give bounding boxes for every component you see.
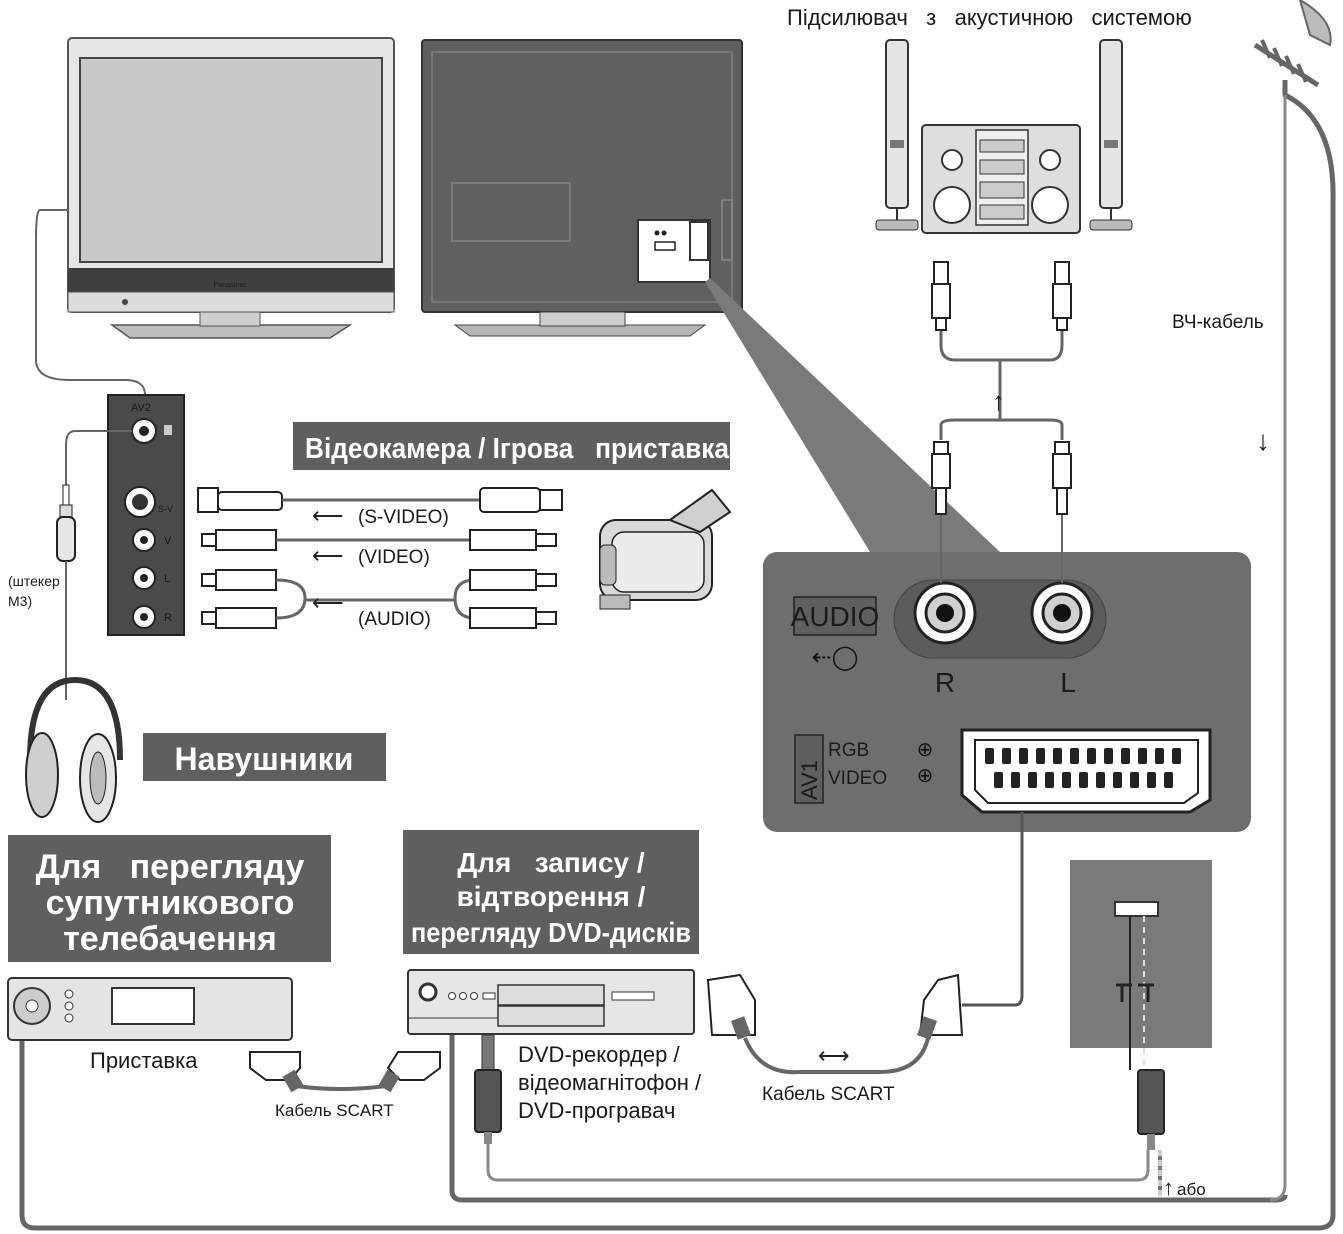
scart-cable-left [249, 1051, 441, 1093]
plug-label-1: (штекер [8, 573, 60, 589]
camcorder-title: Відеокамера / Ігрова приставка [305, 433, 730, 465]
tv-side-cable [35, 209, 146, 396]
panel-l-label: L [1060, 667, 1076, 698]
audio-rca-cables [939, 330, 1064, 583]
dvd-label-1: DVD-рекордер / [518, 1042, 681, 1067]
amplifier-label: Підсилювач з акустичною системою [787, 5, 1192, 30]
s-video-label: (S-VIDEO) [358, 507, 449, 528]
plug-label-2: M3) [8, 593, 32, 609]
audio-arrow-icon: ⟵ [312, 590, 344, 615]
connector-panel: AUDIO ⇠◯ R L AV1 RGB VIDEO ⊕ ⊕ [763, 552, 1251, 832]
record-title-3: перегляду DVD-дисків [411, 917, 691, 948]
zoom-wedge [705, 278, 1000, 552]
settop-box-icon [7, 977, 293, 1041]
down-arrow-icon: ↓ [1256, 425, 1270, 456]
settop-box-label: Приставка [90, 1048, 198, 1073]
dvd-recorder-icon [407, 969, 695, 1035]
satellite-title-banner: Для перегляду супутникового телебачення [8, 835, 331, 962]
v-label: V [164, 535, 172, 547]
l-label: L [164, 573, 170, 585]
amplifier-system: Підсилювач з акустичною системою [787, 5, 1192, 234]
scart-cable-left-label: Кабель SCART [275, 1101, 394, 1120]
up-arrow-icon: ↑ [992, 386, 1005, 416]
audio-out-icon: ⇠◯ [812, 644, 859, 671]
dvd-label-3: DVD-програвач [518, 1098, 675, 1123]
record-title-banner: Для запису / відтворення / перегляду DVD… [403, 830, 699, 954]
or-up-arrow-icon: ↑ [1163, 1175, 1174, 1200]
double-arrow-icon: ⟷ [818, 1043, 850, 1068]
panel-audio-label: AUDIO [791, 601, 880, 632]
headphones-icon [25, 676, 123, 823]
camcorder-icon [599, 488, 732, 610]
satellite-title-3: телебачення [63, 920, 277, 958]
scart-in-icon-2: ⊕ [917, 765, 934, 787]
headphone-cable [56, 430, 132, 700]
record-title-2: відтворення / [457, 881, 646, 912]
thin-cables [486, 95, 1287, 1202]
headphones-title: Навушники [175, 741, 354, 777]
satellite-title-1: Для перегляду [36, 848, 305, 886]
camcorder-cables [197, 487, 563, 629]
scart-cable-right [706, 812, 1024, 1075]
camcorder-title-banner: Відеокамера / Ігрова приставка [293, 422, 730, 470]
scart-cable-right-label: Кабель SCART [762, 1084, 895, 1105]
or-label: або [1177, 1180, 1206, 1199]
av2-label: AV2 [131, 402, 151, 414]
tv-rear [421, 39, 743, 337]
scart-in-icon-1: ⊕ [917, 739, 934, 761]
r-label: R [164, 612, 172, 624]
antenna-icon [1253, 0, 1332, 88]
video-arrow-icon: ⟵ [312, 543, 344, 568]
scart-pins [985, 748, 1181, 788]
video-label: (VIDEO) [358, 547, 430, 568]
dvd-rf-plug [474, 1034, 502, 1144]
av2-side-panel: AV2 S-V V L R [107, 394, 185, 636]
tv-front: Panasonic [67, 37, 395, 339]
rca-plugs-top [931, 261, 1072, 515]
wall-socket [1070, 860, 1212, 1200]
headphones-title-banner: Навушники [143, 733, 386, 781]
panel-rgb-label: RGB [828, 740, 869, 761]
panel-av1-label: AV1 [797, 760, 822, 800]
rf-cable-label: ВЧ-кабель [1172, 312, 1264, 333]
s-video-arrow-icon: ⟵ [312, 503, 344, 528]
audio-cable-label: (AUDIO) [358, 609, 431, 630]
tv-brand-logo: Panasonic [214, 282, 247, 289]
sv-label: S-V [158, 504, 173, 514]
record-title-1: Для запису / [457, 847, 645, 878]
satellite-title-2: супутникового [46, 884, 295, 922]
panel-r-label: R [935, 667, 955, 698]
dvd-label-2: відеомагнітофон / [518, 1070, 702, 1095]
panel-video-label: VIDEO [828, 768, 887, 789]
